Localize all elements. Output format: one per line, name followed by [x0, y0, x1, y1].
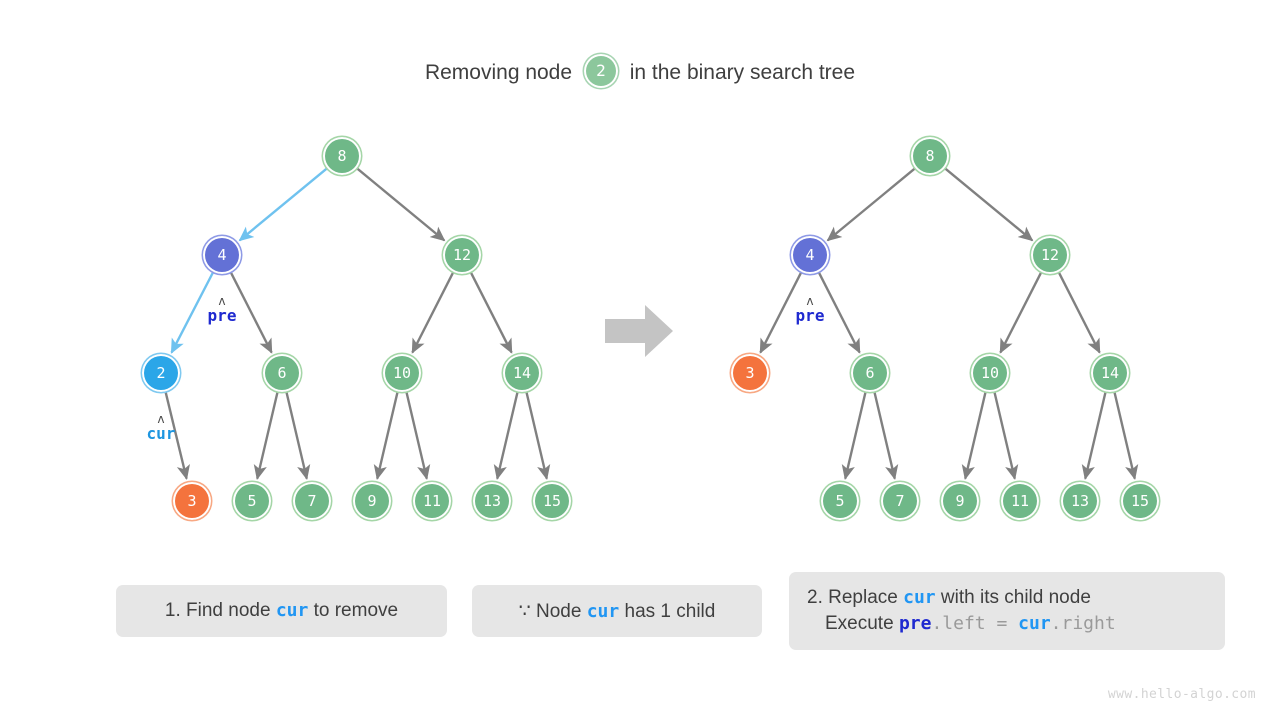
caption-step-2-right-field: .right: [1050, 613, 1116, 634]
pointer-label-text: pre: [795, 306, 825, 325]
tree-node-9[interactable]: 9: [941, 482, 979, 520]
tree-node-7[interactable]: 7: [881, 482, 919, 520]
tree-edge: [943, 167, 1034, 242]
watermark: www.hello-algo.com: [1107, 687, 1256, 702]
tree-edge: [493, 391, 519, 481]
caption-step-1-prefix: 1. Find node: [164, 600, 276, 621]
tree-edge: [253, 391, 279, 481]
tree-node-4[interactable]: 4: [203, 236, 241, 274]
tree-node-11[interactable]: 11: [413, 482, 451, 520]
tree-edge: [355, 167, 446, 242]
caption-reason-var: cur: [586, 600, 620, 622]
tree-edge: [405, 391, 431, 481]
tree-node-12[interactable]: 12: [1031, 236, 1069, 274]
pointer-label-text: cur: [146, 424, 176, 443]
tree-edge: [841, 391, 867, 481]
tree-edge: [826, 167, 917, 242]
tree-node-15[interactable]: 15: [1121, 482, 1159, 520]
pointer-caret-icon: ʌ: [806, 294, 814, 308]
title-node-badge: 2: [583, 54, 618, 88]
caption-reason: ∵ Node cur has 1 child: [472, 585, 762, 637]
caption-step-2-cur-var: cur: [1018, 613, 1051, 634]
caption-step-1-suffix: to remove: [308, 600, 399, 621]
caption-step-1-var: cur: [275, 600, 309, 621]
caption-step-1: 1. Find node cur to remove: [116, 585, 447, 637]
caption-step-2-line-1: 2. Replace cur with its child node: [807, 587, 1225, 609]
tree-node-12[interactable]: 12: [443, 236, 481, 274]
pointer-caret-icon: ʌ: [218, 294, 226, 308]
caption-step-2-var: cur: [903, 587, 936, 608]
transition-arrow-icon: [605, 305, 673, 357]
tree-node-4[interactable]: 4: [791, 236, 829, 274]
caption-step-1-line: 1. Find node cur to remove: [165, 600, 398, 622]
caption-step-2: 2. Replace cur with its child node Execu…: [789, 572, 1225, 650]
tree-node-3[interactable]: 3: [731, 354, 769, 392]
tree-node-6[interactable]: 6: [851, 354, 889, 392]
title-prefix: Removing node: [424, 61, 573, 84]
tree-edge: [961, 391, 987, 481]
caption-step-2-left-field: .left: [931, 613, 986, 634]
caption-step-2-execute-prefix: Execute: [825, 613, 899, 634]
tree-node-6[interactable]: 6: [263, 354, 301, 392]
caption-step-2-pre-var: pre: [898, 613, 932, 634]
tree-node-2[interactable]: 2: [142, 354, 180, 392]
page-title: Removing node 2 in the binary search tre…: [0, 54, 1280, 90]
tree-edge: [873, 391, 899, 481]
tree-edge: [993, 391, 1019, 481]
tree-node-10[interactable]: 10: [383, 354, 421, 392]
tree-edge: [817, 271, 861, 354]
caption-reason-suffix: has 1 child: [619, 600, 716, 622]
caption-step-2-equals: =: [985, 613, 1019, 634]
tree-node-3[interactable]: 3: [173, 482, 211, 520]
tree-node-9[interactable]: 9: [353, 482, 391, 520]
tree-node-15[interactable]: 15: [533, 482, 571, 520]
title-suffix: in the binary search tree: [629, 61, 856, 84]
caption-step-2-line-2: Execute pre.left = cur.right: [807, 613, 1225, 635]
tree-node-11[interactable]: 11: [1001, 482, 1039, 520]
tree-edge: [238, 167, 329, 242]
tree-node-8[interactable]: 8: [911, 137, 949, 175]
tree-node-10[interactable]: 10: [971, 354, 1009, 392]
caption-step-2-prefix: 2. Replace: [807, 587, 904, 608]
tree-node-14[interactable]: 14: [1091, 354, 1129, 392]
tree-edge: [1057, 271, 1101, 354]
tree-edge: [525, 391, 551, 481]
caption-reason-prefix: ∵ Node: [518, 600, 587, 622]
tree-node-7[interactable]: 7: [293, 482, 331, 520]
tree-edge: [469, 271, 513, 354]
tree-edge: [285, 391, 311, 481]
tree-node-13[interactable]: 13: [1061, 482, 1099, 520]
tree-edge: [373, 391, 399, 481]
tree-node-8[interactable]: 8: [323, 137, 361, 175]
tree-node-14[interactable]: 14: [503, 354, 541, 392]
tree-edge: [1081, 391, 1107, 481]
tree-edge: [1113, 391, 1139, 481]
caption-step-2-suffix: with its child node: [935, 587, 1091, 608]
tree-edge: [411, 271, 455, 354]
tree-node-5[interactable]: 5: [233, 482, 271, 520]
pointer-label-text: pre: [207, 306, 237, 325]
tree-edge: [229, 271, 273, 354]
tree-edge: [999, 271, 1043, 354]
caption-reason-line: ∵ Node cur has 1 child: [519, 600, 716, 623]
tree-node-5[interactable]: 5: [821, 482, 859, 520]
pointer-caret-icon: ʌ: [157, 412, 165, 426]
tree-node-13[interactable]: 13: [473, 482, 511, 520]
